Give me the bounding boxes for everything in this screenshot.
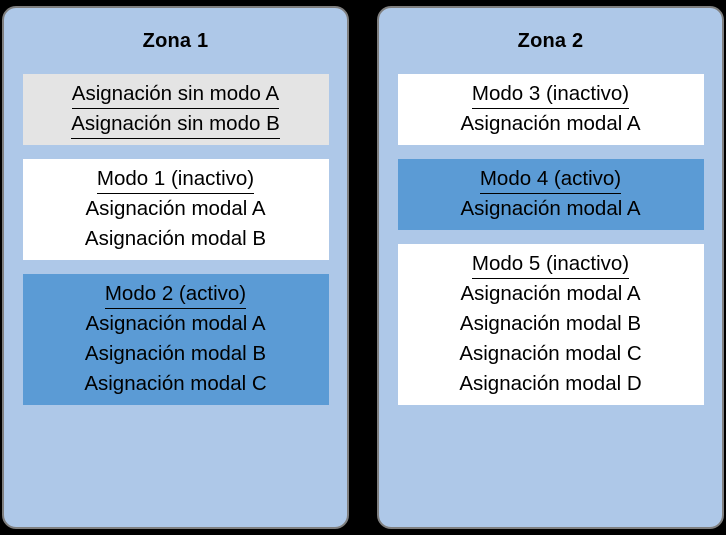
assignment-line: Asignación modal C [459,342,642,365]
mode-box[interactable]: Modo 4 (activo) Asignación modal A [397,159,704,230]
mode-box-header: Modo 5 (inactivo) [406,249,696,279]
zone-title: Zona 2 [517,30,584,52]
assignment-line: Asignación modal A [85,197,266,220]
assignment-line: Asignación modal B [84,342,267,365]
assignment-line: Asignación modal A [460,197,641,220]
mode-box-header: Modo 3 (inactivo) [406,79,696,109]
zone-box-list: Asignación sin modo A Asignación sin mod… [4,74,347,419]
zone-panel-1[interactable]: Zona 1 Asignación sin modo A Asignación … [2,6,349,529]
zone-title: Zona 1 [142,30,209,52]
assignment-line: Asignación modal B [84,227,267,250]
mode-box[interactable]: Modo 5 (inactivo) Asignación modal A Asi… [397,244,704,405]
mode-box[interactable]: Modo 1 (inactivo) Asignación modal A Asi… [22,159,329,260]
assignment-line: Asignación modal A [460,282,641,305]
assignment-line: Asignación sin modo A [31,79,321,109]
zone-box-list: Modo 3 (inactivo) Asignación modal A Mod… [379,74,722,419]
assignment-line: Asignación modal A [85,312,266,335]
mode-box-header: Modo 1 (inactivo) [31,164,321,194]
assignment-line: Asignación modal D [459,372,642,395]
zone-panel-2[interactable]: Zona 2 Modo 3 (inactivo) Asignación moda… [377,6,724,529]
assignment-line: Asignación modal C [84,372,267,395]
mode-box[interactable]: Modo 2 (activo) Asignación modal A Asign… [22,274,329,405]
mode-box-header: Modo 4 (activo) [406,164,696,194]
assignment-line: Asignación sin modo B [31,109,321,139]
assignment-line: Asignación modal A [460,112,641,135]
mode-box[interactable]: Asignación sin modo A Asignación sin mod… [22,74,329,145]
zone-separator [349,0,377,535]
assignment-line: Asignación modal B [459,312,642,335]
mode-box-header: Modo 2 (activo) [31,279,321,309]
mode-box[interactable]: Modo 3 (inactivo) Asignación modal A [397,74,704,145]
